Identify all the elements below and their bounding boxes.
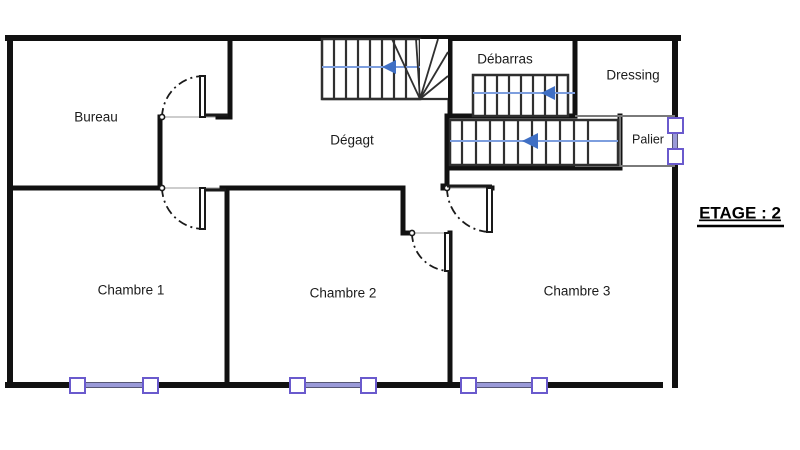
room-label-palier: Palier [632,132,664,146]
room-label-debarras: Débarras [477,52,533,67]
room-label-dressing: Dressing [606,68,659,83]
room-label-degagt: Dégagt [330,133,374,148]
door-chambre3 [443,184,493,233]
window-chambre2 [289,377,377,394]
window-chambre3 [460,377,548,394]
stair-winder [322,38,449,101]
stair-run-lower [448,118,620,167]
door-chambre2 [408,229,451,272]
stair-run-upper [320,37,422,101]
room-label-chambre3: Chambre 3 [544,284,611,299]
stair-run-middle [471,73,575,118]
window-chambre1 [69,377,159,394]
room-label-bureau: Bureau [74,110,118,125]
room-label-chambre2: Chambre 2 [310,286,377,301]
etage-title: ETAGE : 2 [697,203,784,228]
door-bureau-bottom [158,184,226,230]
room-label-chambre1: Chambre 1 [98,283,165,298]
window-palier [667,117,684,165]
etage-title-text: ETAGE : 2 [699,203,781,222]
door-bureau-top [158,75,228,121]
